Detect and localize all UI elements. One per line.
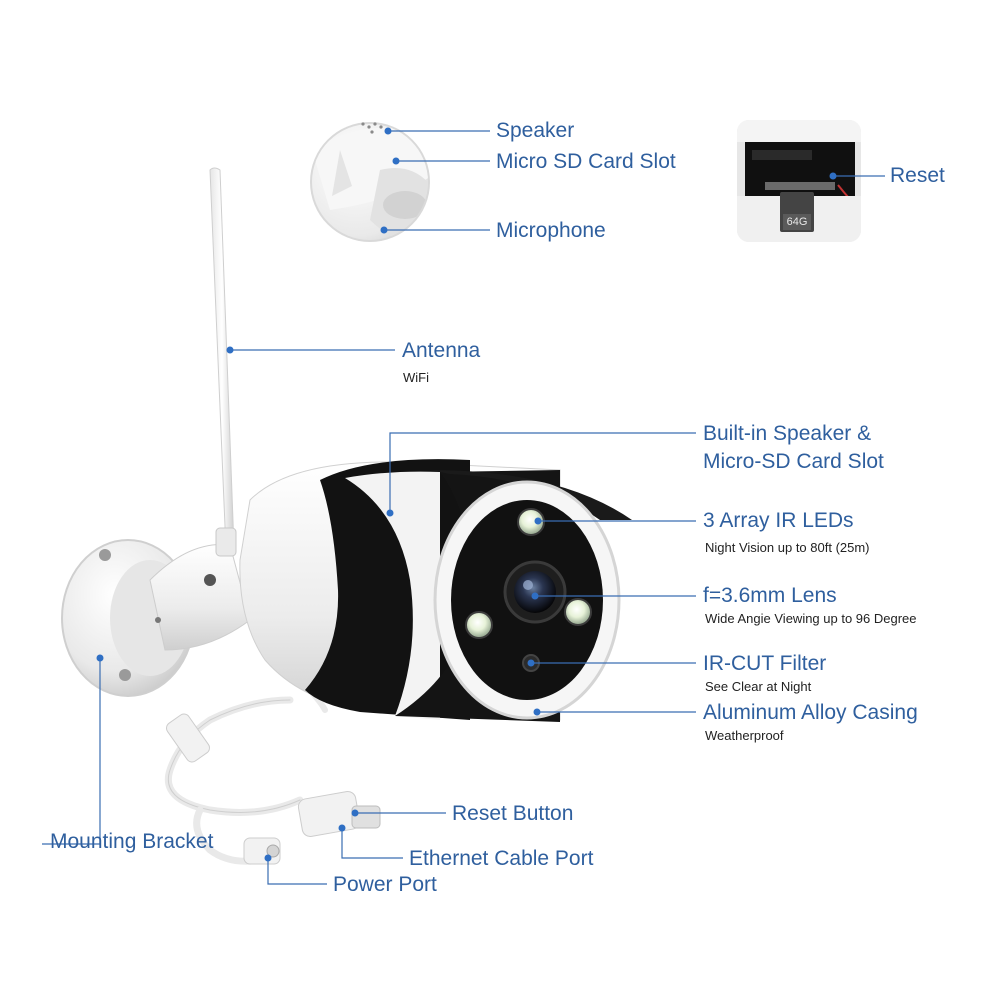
sublabel-ir-leds: Night Vision up to 80ft (25m) [705, 540, 870, 555]
camera-housing [239, 459, 632, 722]
label-reset: Reset [890, 164, 945, 187]
callout-dot-icon [829, 172, 837, 180]
sublabel-antenna: WiFi [403, 370, 429, 385]
callout-dot-icon [226, 346, 234, 354]
label-micro-sd-slot: Micro SD Card Slot [496, 150, 676, 173]
leader-lines [42, 130, 885, 885]
label-power-port: Power Port [333, 873, 437, 896]
callout-dot-icon [264, 854, 272, 862]
antenna [209, 167, 237, 557]
label-mounting-bracket: Mounting Bracket [50, 830, 214, 853]
callout-dot-icon [384, 127, 392, 135]
label-ethernet-port: Ethernet Cable Port [409, 847, 594, 870]
camera-front [465, 508, 592, 672]
sd-card-capacity: 64G [787, 216, 808, 228]
label-reset-button: Reset Button [452, 802, 574, 825]
callout-dot-icon [351, 809, 359, 817]
callout-dot-icon [386, 509, 394, 517]
callout-dot-icon [392, 157, 400, 165]
callout-dots [96, 127, 837, 862]
sublabel-lens: Wide Angie Viewing up to 96 Degree [705, 611, 917, 626]
sublabel-ir-cut: See Clear at Night [705, 679, 812, 694]
mounting-bracket [61, 539, 251, 697]
callout-dot-icon [534, 517, 542, 525]
cable-connectors [166, 713, 381, 865]
callout-dot-icon [533, 708, 541, 716]
inset-top-view [310, 122, 430, 242]
label-builtin-speaker-1: Built-in Speaker & [703, 422, 872, 445]
callout-dot-icon [527, 659, 535, 667]
callout-dot-icon [338, 824, 346, 832]
callout-dot-icon [531, 592, 539, 600]
label-lens: f=3.6mm Lens [703, 584, 837, 607]
label-antenna: Antenna [402, 339, 481, 362]
sublabel-casing: Weatherproof [705, 728, 784, 743]
label-microphone: Microphone [496, 219, 606, 242]
label-speaker: Speaker [496, 119, 575, 142]
callout-dot-icon [380, 226, 388, 234]
label-casing: Aluminum Alloy Casing [703, 701, 918, 724]
label-ir-leds: 3 Array IR LEDs [703, 509, 854, 532]
inset-reset-view [737, 120, 861, 242]
label-ir-cut: IR-CUT Filter [703, 652, 827, 675]
callout-dot-icon [96, 654, 104, 662]
label-builtin-speaker-2: Micro-SD Card Slot [703, 450, 884, 473]
